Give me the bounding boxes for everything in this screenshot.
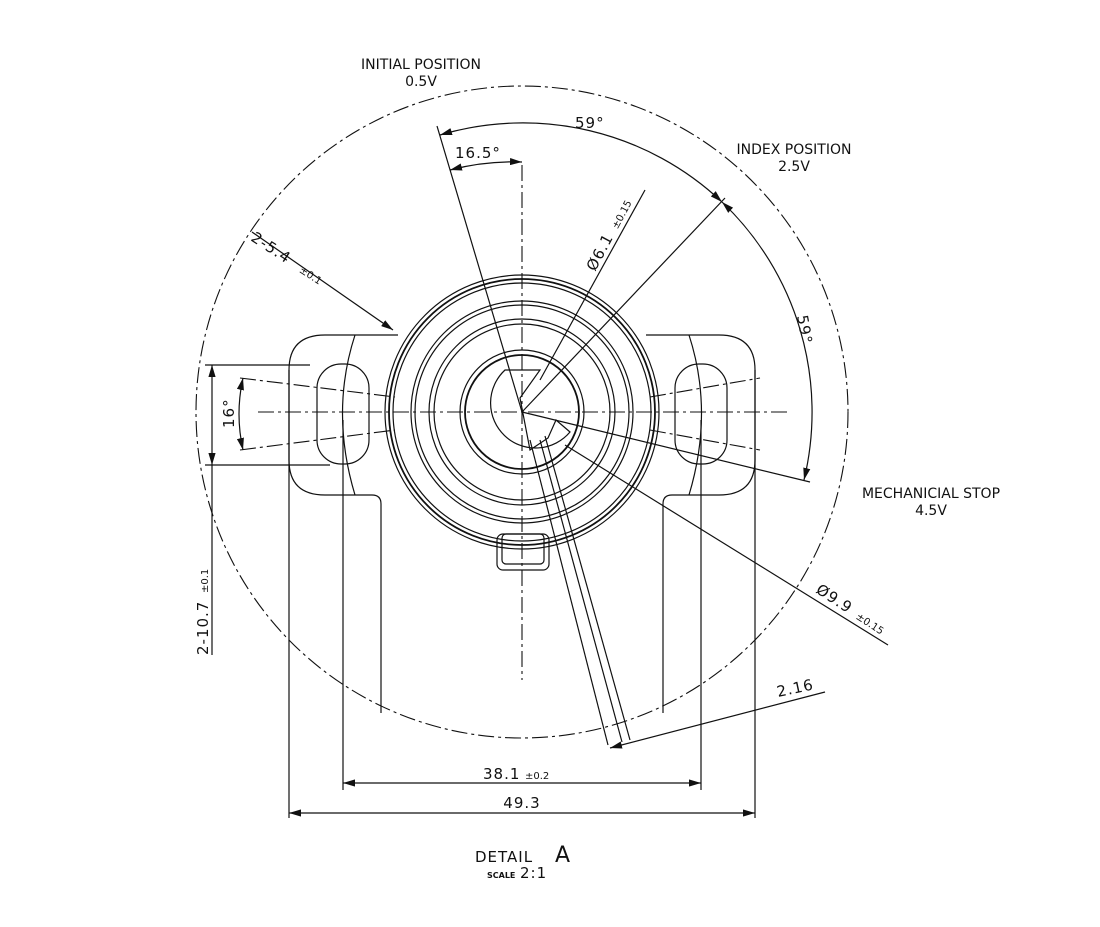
svg-text:±0.1: ±0.1 — [297, 265, 323, 287]
angle-arc-59-top — [439, 122, 723, 203]
svg-text:DETAIL: DETAIL — [475, 848, 533, 866]
angle-arc-16 — [236, 377, 244, 451]
angle-arc-16-5 — [449, 157, 523, 171]
svg-text:2-5.4: 2-5.4 — [248, 228, 295, 267]
mechanical-stop-label: MECHANICIAL STOP — [862, 486, 1000, 502]
sensor-body — [288, 334, 756, 818]
svg-text:2:1: 2:1 — [520, 864, 547, 882]
angle-16-5: 16.5° — [455, 144, 501, 162]
center-lines — [239, 165, 790, 680]
overall-width-dim: 49.3 — [503, 794, 540, 812]
svg-text:±0.2: ±0.2 — [525, 771, 549, 782]
detail-caption: DETAIL A SCALE 2:1 — [475, 843, 570, 882]
outline-circle — [195, 85, 849, 739]
dia-outer-dim: Ø9.9 ±0.15 — [813, 580, 886, 637]
svg-text:38.1: 38.1 — [483, 765, 520, 783]
mechanical-voltage-label: 4.5V — [915, 503, 947, 519]
angle-16: 16° — [220, 398, 238, 428]
svg-text:SCALE: SCALE — [487, 871, 515, 880]
hole-spacing-dim: 38.1 ±0.2 — [483, 765, 549, 783]
slot-length-dim: 2-10.7 ±0.1 — [194, 569, 212, 655]
angle-arc-59-right — [721, 201, 813, 481]
slot-width-dim: 2-5.4 ±0.1 — [248, 228, 324, 287]
dia-inner-dim: Ø6.1 ±0.15 — [583, 199, 635, 274]
svg-text:±0.1: ±0.1 — [200, 569, 211, 593]
index-voltage-label: 2.5V — [778, 159, 810, 175]
blade-dim: 2.16 — [775, 676, 815, 701]
svg-text:Ø6.1: Ø6.1 — [583, 230, 618, 273]
angle-59-right: 59° — [793, 314, 816, 346]
angle-59-top: 59° — [575, 114, 605, 132]
left-slot — [316, 363, 370, 465]
index-position-label: INDEX POSITION — [737, 142, 852, 158]
svg-text:A: A — [555, 843, 570, 868]
svg-text:2-10.7: 2-10.7 — [194, 601, 212, 655]
initial-position-label: INITIAL POSITION — [361, 57, 481, 73]
initial-voltage-label: 0.5V — [405, 74, 437, 90]
